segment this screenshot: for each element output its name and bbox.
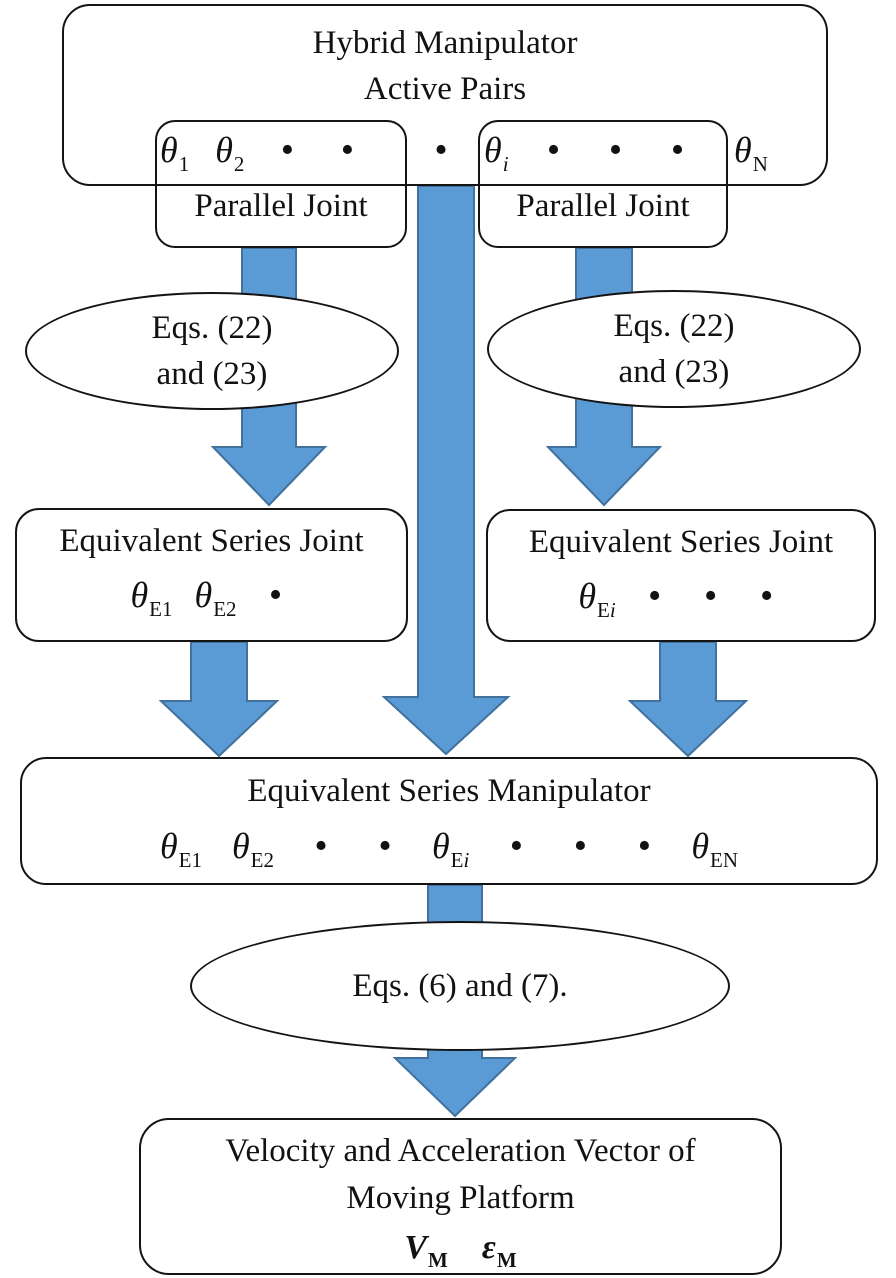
node-parallel-joint-right: Parallel Joint [478, 120, 728, 248]
esj-left-symbols: θE1 θE2 • [130, 563, 292, 632]
active-pairs-symbols-left: θ1 θ2 • • [160, 118, 364, 187]
math-symbol: VM [404, 1229, 448, 1272]
node-equivalent-series-joint-left: Equivalent Series Joint θE1 θE2 • [15, 508, 408, 642]
math-symbol: θ2 [215, 130, 245, 176]
dot-symbol: • [637, 825, 651, 867]
node-parallel-joint-left: Parallel Joint [155, 120, 407, 248]
math-symbol: θ1 [160, 130, 190, 176]
math-symbol: θE1 [130, 575, 173, 621]
dot-symbol: • [760, 575, 774, 617]
eqs-left-line2: and (23) [156, 356, 268, 392]
output-line2: Moving Platform [346, 1180, 575, 1216]
math-symbol: θEi [431, 826, 470, 872]
dot-symbol: • [573, 825, 587, 867]
esj-left-label: Equivalent Series Joint [59, 523, 364, 559]
math-symbol: θE2 [231, 826, 274, 872]
node-equivalent-series-joint-right: Equivalent Series Joint θEi • • • [486, 509, 876, 642]
active-pairs-symbols-middle-dot: • [424, 118, 458, 182]
math-symbol: εM [481, 1229, 517, 1272]
dot-symbol: • [434, 129, 448, 171]
dot-symbol: • [704, 575, 718, 617]
math-symbol: θE2 [194, 575, 237, 621]
arrow-right-lower [627, 641, 749, 758]
eqs-bottom-label: Eqs. (6) and (7). [352, 968, 568, 1004]
dot-symbol: • [314, 825, 328, 867]
eqs-right-line2: and (23) [618, 354, 730, 390]
active-pairs-symbols-right: θi • • • [484, 118, 695, 187]
esj-right-label: Equivalent Series Joint [528, 524, 834, 560]
output-symbols: VM εM [404, 1222, 516, 1277]
node-eqs-22-23-right: Eqs. (22) and (23) [487, 290, 861, 408]
eqs-right-line1: Eqs. (22) [613, 308, 735, 344]
active-pairs-symbol-theta-n: θN [734, 118, 768, 187]
parallel-joint-right-label: Parallel Joint [516, 188, 690, 224]
esm-symbols: θE1 θE2 • • θEi • • • θEN [160, 814, 738, 883]
dot-symbol: • [509, 825, 523, 867]
dot-symbol: • [268, 574, 283, 616]
dot-symbol: • [280, 129, 295, 171]
eqs-left-line1: Eqs. (22) [151, 310, 273, 346]
arrow-center-long [381, 185, 511, 756]
dot-symbol: • [648, 575, 662, 617]
math-symbol: θEN [691, 826, 739, 872]
esj-right-symbols: θEi • • • [578, 564, 783, 633]
esm-label: Equivalent Series Manipulator [247, 773, 651, 809]
math-symbol: θE1 [159, 826, 202, 872]
hybrid-title-line2: Active Pairs [363, 71, 527, 107]
math-symbol: θEi [578, 576, 616, 622]
node-velocity-acceleration-output: Velocity and Acceleration Vector of Movi… [139, 1118, 782, 1275]
dot-symbol: • [670, 129, 685, 171]
dot-symbol: • [340, 129, 355, 171]
hybrid-title-line1: Hybrid Manipulator [312, 25, 578, 61]
parallel-joint-left-label: Parallel Joint [194, 188, 368, 224]
dot-symbol: • [378, 825, 392, 867]
node-hybrid-manipulator-active-pairs: Hybrid Manipulator Active Pairs [62, 4, 828, 186]
dot-symbol: • [608, 129, 623, 171]
dot-symbol: • [546, 129, 561, 171]
math-symbol: θi [484, 130, 509, 176]
arrow-left-lower [158, 641, 280, 758]
output-line1: Velocity and Acceleration Vector of [225, 1133, 696, 1169]
node-eqs-6-7: Eqs. (6) and (7). [190, 921, 730, 1051]
math-symbol: θN [734, 130, 768, 176]
node-eqs-22-23-left: Eqs. (22) and (23) [25, 292, 399, 410]
